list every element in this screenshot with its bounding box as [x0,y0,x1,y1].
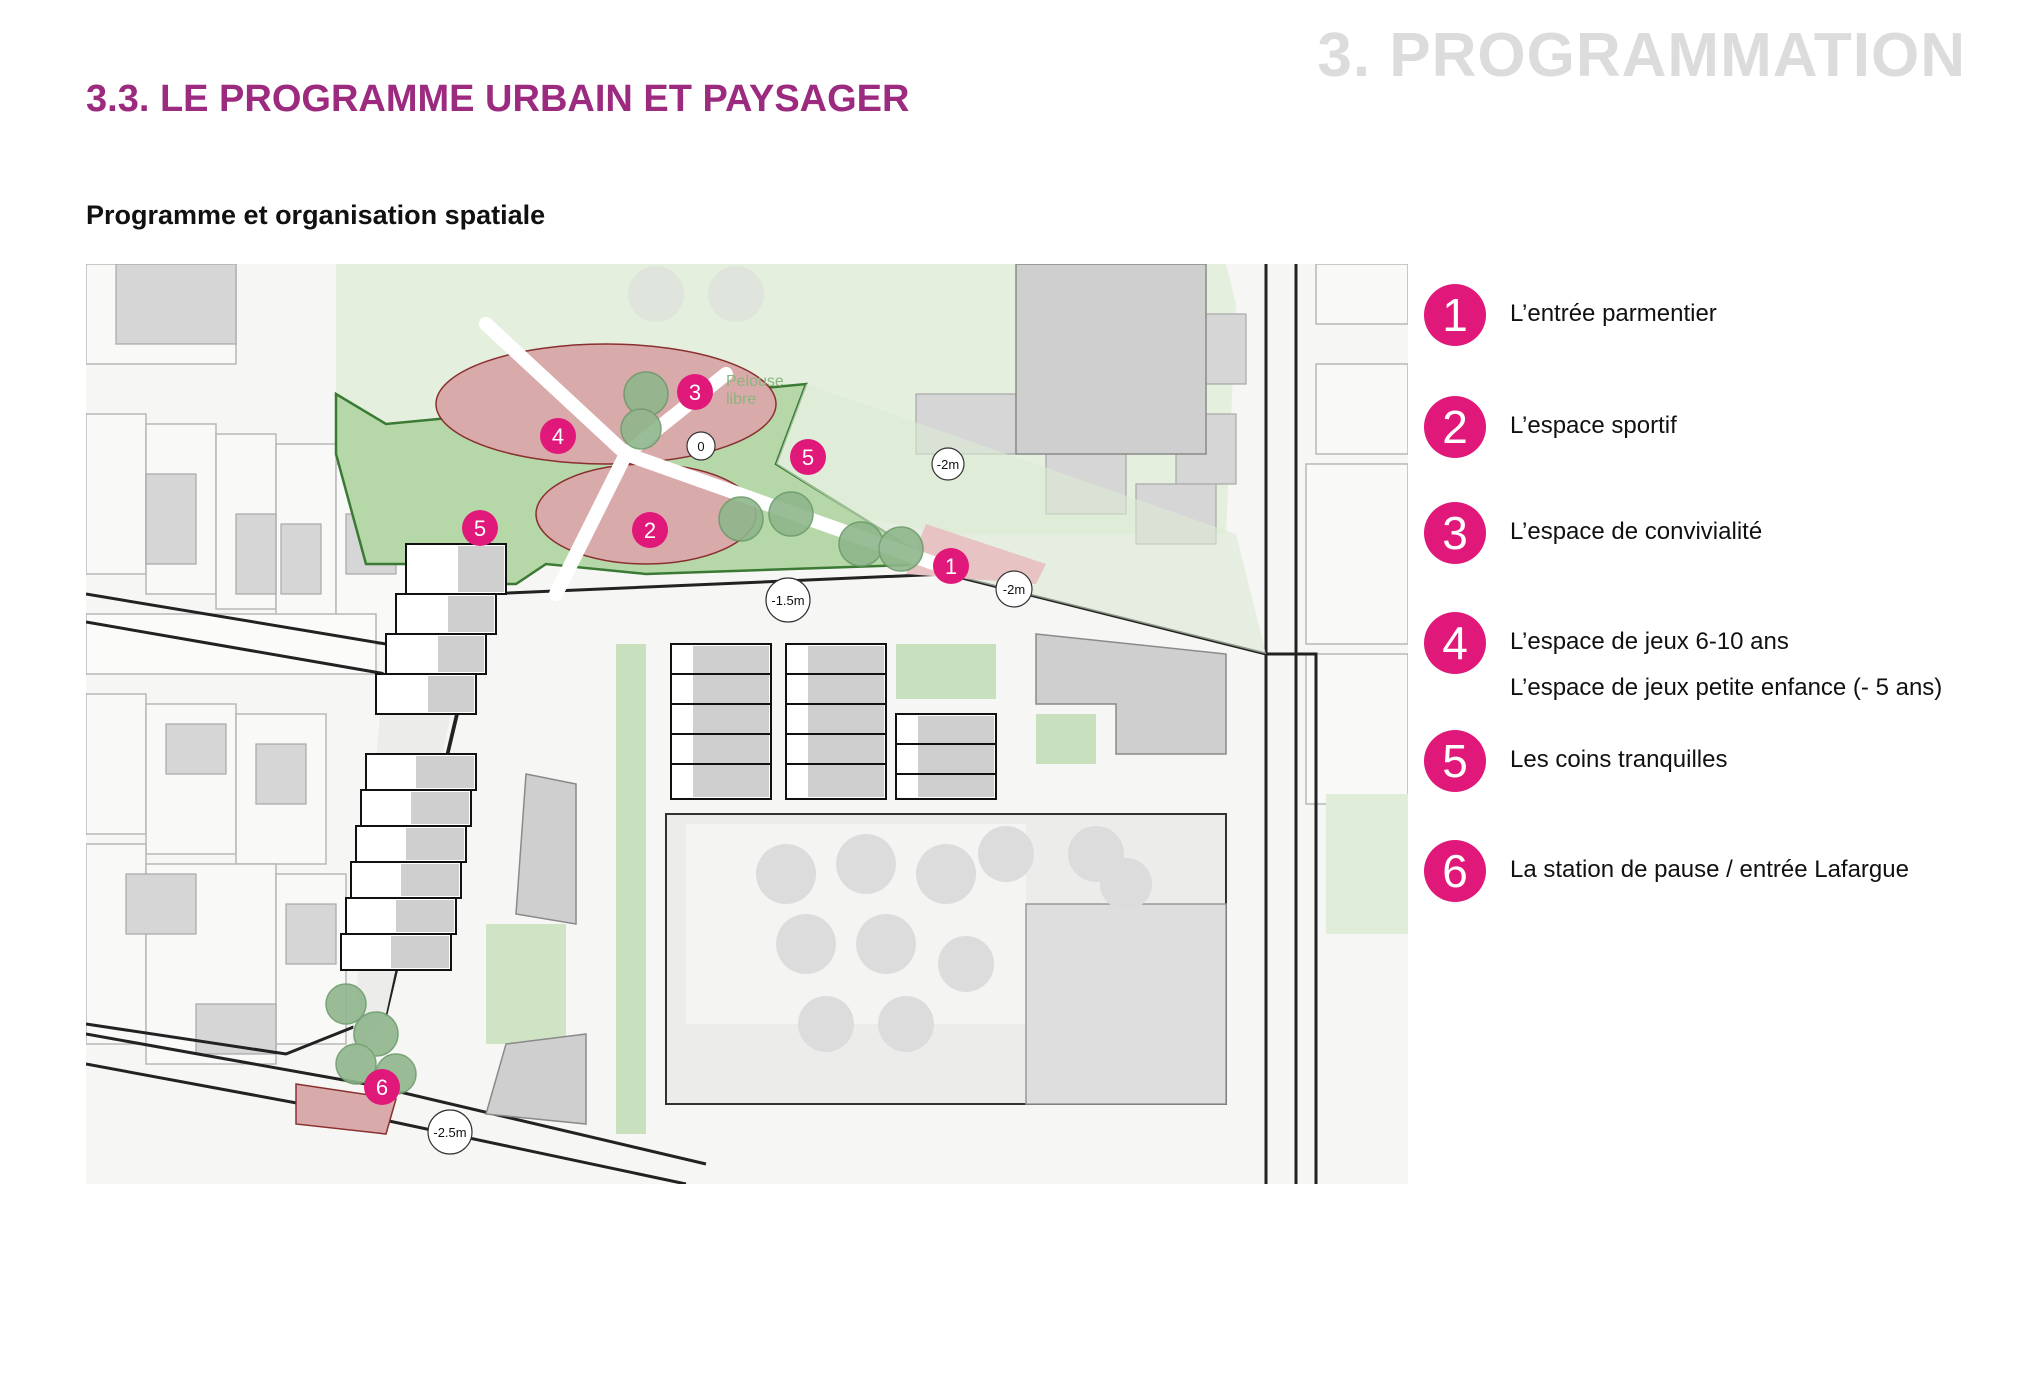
marker-4: 4 [552,424,564,449]
marker-5-east: 5 [802,445,814,470]
map-markers: 1 2 3 4 5 5 6 [364,374,969,1105]
legend-label-1: L’entrée parmentier [1510,300,1717,327]
legend-number-6: 6 [1424,840,1486,902]
park-right-wedge [776,384,1266,654]
central-housing-grey [693,646,994,797]
site-plan-map: 0 -2m -2m -1.5m -2.5m Pelouse libre 1 2 … [86,264,1408,1184]
marker-5-west: 5 [474,516,486,541]
level-minus2-label-a: -2m [937,457,959,472]
grey-buildings [485,264,1227,1125]
map-heading: Programme et organisation spatiale [86,200,546,230]
legend-number-1: 1 [1424,284,1486,346]
legend-number-3: 3 [1424,502,1486,564]
legend-label-2: L’espace sportif [1510,412,1677,439]
page-subtitle: 3.3. LE PROGRAMME URBAIN ET PAYSAGER [86,78,910,120]
marker-2: 2 [644,518,656,543]
legend-number-2: 2 [1424,396,1486,458]
park-trees [325,371,924,1095]
courtyard-trees [756,826,1152,1052]
legend-number-5: 5 [1424,730,1486,792]
legend-number-4: 4 [1424,612,1486,674]
marker-1: 1 [945,554,957,579]
level-minus2-label-b: -2m [1003,582,1025,597]
right-parcels [1305,264,1408,805]
green-strips [486,644,1096,1134]
marker-3: 3 [689,380,701,405]
legend-label-4b: L’espace de jeux petite enfance (- 5 ans… [1510,674,1943,701]
section-title: 3. PROGRAMMATION [1317,21,1966,90]
legend-label-4a: L’espace de jeux 6-10 ans [1510,628,1789,655]
level-0-label: 0 [697,439,704,454]
legend-label-6: La station de pause / entrée Lafargue [1510,856,1909,883]
level-minus15-label: -1.5m [771,593,804,608]
housing-grey [391,546,504,968]
right-green [1326,794,1408,934]
courtyard-building [1025,903,1227,1105]
pelouse-label-line2: libre [726,391,756,408]
legend-label-5: Les coins tranquilles [1510,746,1728,773]
marker-6: 6 [376,1075,388,1100]
top-tree-shadows [628,266,764,322]
level-labels: 0 -2m -2m -1.5m -2.5m [427,431,1033,1155]
central-housing-dividers [671,673,996,775]
level-minus25-label: -2.5m [433,1125,466,1140]
zone-convivialite [435,343,777,465]
legend-label-3: L’espace de convivialité [1510,518,1763,545]
pelouse-label-line1: Pelouse [726,373,784,390]
